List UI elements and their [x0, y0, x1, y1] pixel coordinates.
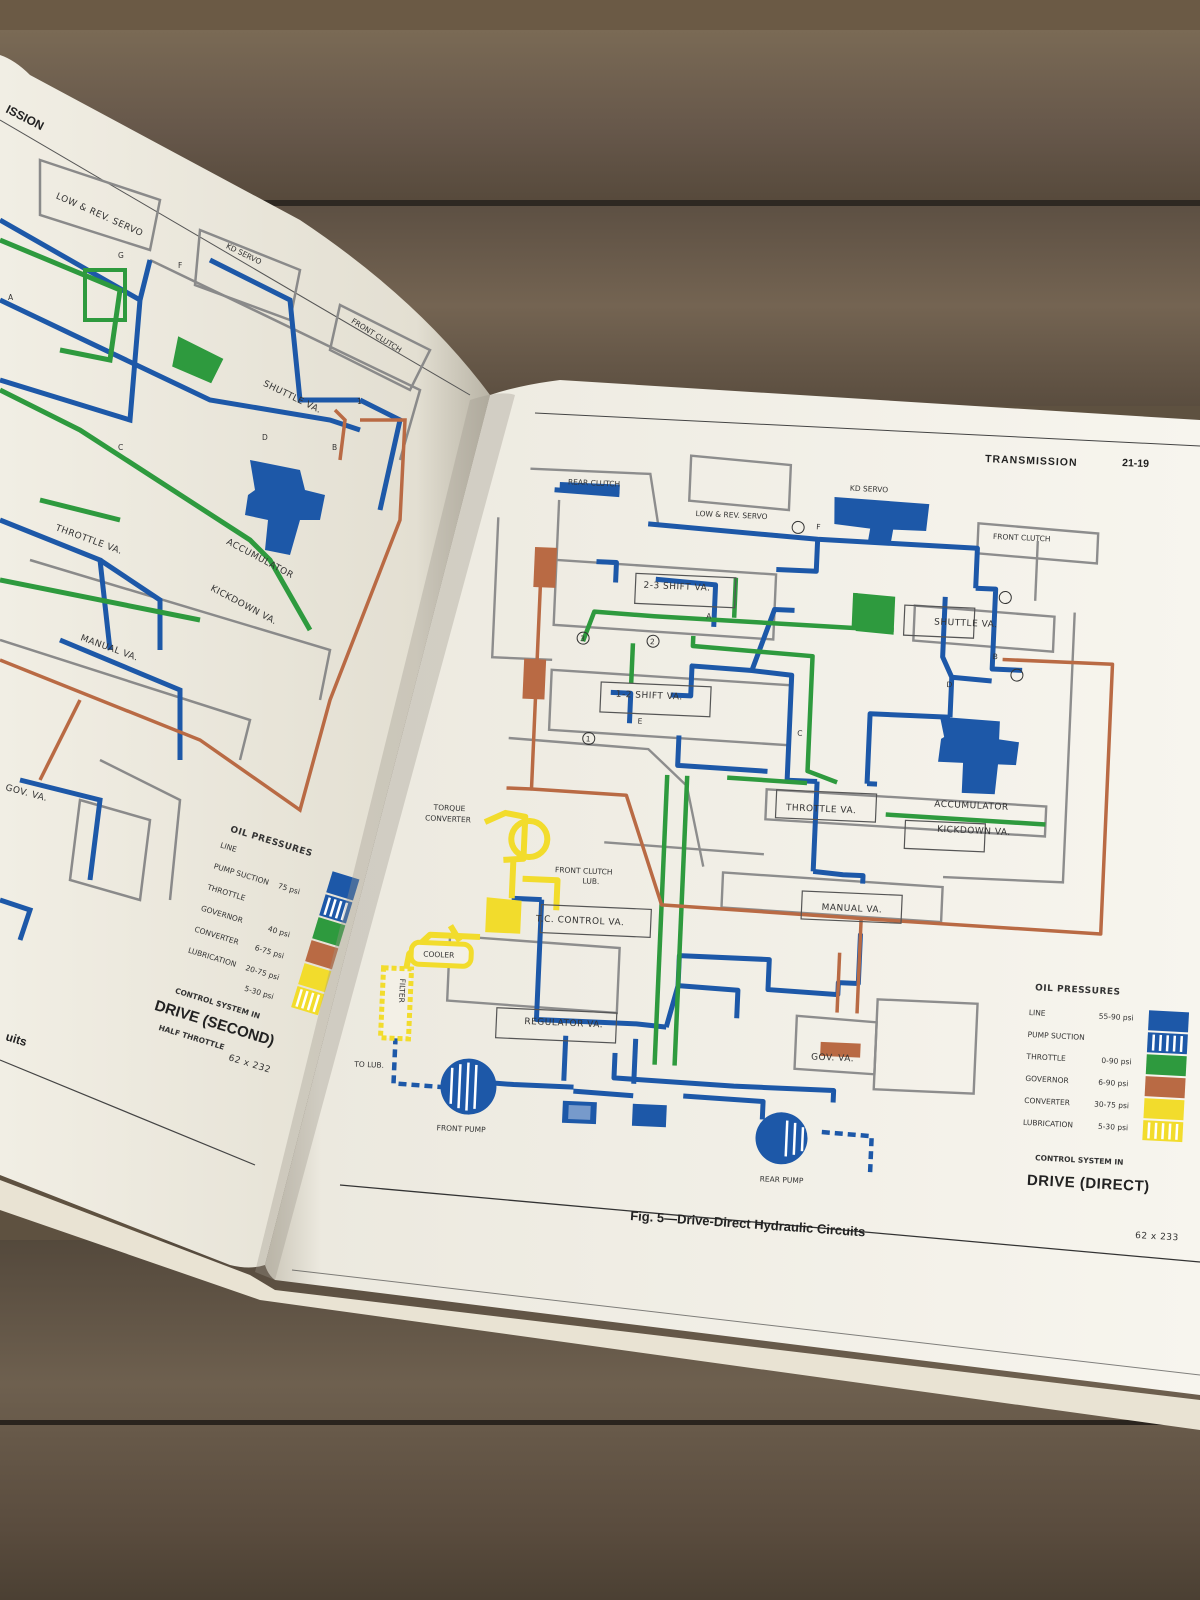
right-label-kd-servo: KD SERVO	[850, 484, 889, 495]
right-point-b: B	[993, 652, 999, 661]
right-label-kickdown-va: KICKDOWN VA.	[937, 825, 1011, 838]
right-number-3: 3	[580, 634, 585, 643]
right-point-d: D	[946, 680, 952, 689]
right-legend-value-4: 30-75 psi	[1094, 1100, 1129, 1111]
right-swatch-line	[1148, 1010, 1190, 1033]
left-point-g: G	[118, 251, 124, 260]
right-label-low-rev-servo: LOW & REV. SERVO	[695, 509, 767, 521]
right-legend-row-2: THROTTLE	[1025, 1052, 1066, 1063]
left-point-f: F	[178, 261, 182, 270]
right-legend-row-1: PUMP SUCTION	[1027, 1030, 1085, 1042]
right-legend-value-0: 55-90 psi	[1098, 1012, 1133, 1023]
right-label-manual-va: MANUAL VA.	[821, 903, 882, 916]
left-swatch-governor	[305, 940, 339, 970]
right-label-cooler: COOLER	[423, 949, 455, 959]
right-label-front-clutch-lub-1: FRONT CLUTCH	[555, 865, 613, 877]
right-point-a: A	[706, 612, 712, 621]
right-point-f: F	[816, 522, 821, 531]
right-label-accumulator: ACCUMULATOR	[934, 800, 1009, 813]
right-swatch-throttle	[1145, 1054, 1187, 1077]
left-point-b: B	[332, 443, 337, 452]
right-label-torque-2: CONVERTER	[425, 813, 471, 824]
left-caption-fragment: uits	[4, 1029, 29, 1049]
left-point-a: A	[8, 293, 14, 302]
left-swatch-converter	[298, 963, 332, 993]
right-label-torque-1: TORQUE	[432, 803, 465, 813]
right-legend-value-3: 6-90 psi	[1098, 1078, 1129, 1089]
right-label-shift-12: 1-2 SHIFT VA.	[615, 690, 682, 703]
right-label-front-pump: FRONT PUMP	[436, 1123, 486, 1134]
right-page-number: 21-19	[1122, 457, 1150, 470]
right-page	[265, 380, 1200, 1395]
right-legend-row-3: GOVERNOR	[1025, 1074, 1069, 1085]
gutter-shadow	[255, 393, 515, 1280]
right-legend-title: OIL PRESSURES	[1035, 983, 1121, 997]
right-label-front-clutch: FRONT CLUTCH	[993, 532, 1051, 544]
right-swatch-governor	[1144, 1076, 1186, 1099]
right-label-shuttle-va: SHUTTLE VA.	[934, 617, 998, 630]
right-point-c: C	[797, 729, 803, 738]
right-page-header-section: TRANSMISSION	[985, 453, 1078, 469]
right-label-gov-va: GOV. VA.	[811, 1053, 854, 1065]
right-legend-row-0: LINE	[1029, 1008, 1046, 1018]
right-label-throttle-va: THROTTLE VA.	[785, 803, 857, 816]
right-label-rear-pump: REAR PUMP	[760, 1174, 805, 1185]
right-legend-row-4: CONVERTER	[1024, 1096, 1070, 1107]
right-legend-value-2: 0-90 psi	[1101, 1056, 1132, 1067]
right-number-2: 2	[650, 637, 655, 646]
left-number-1: 1	[357, 397, 362, 406]
right-label-tc-control-va: T.C. CONTROL VA.	[535, 914, 625, 928]
right-legend-row-5: LUBRICATION	[1023, 1118, 1073, 1130]
left-swatch-line	[326, 871, 360, 901]
right-page-diagram: TRANSMISSION 21-19	[291, 412, 1200, 1376]
right-oil-pressure-legend: OIL PRESSURES LINE 55-90 psi PUMP SUCTIO…	[1023, 983, 1190, 1143]
right-mode-title: DRIVE (DIRECT)	[1026, 1172, 1150, 1195]
right-label-filter: FILTER	[397, 978, 407, 1003]
left-point-d: D	[262, 433, 268, 442]
page-stack-edge	[0, 1180, 1200, 1430]
right-number-1: 1	[586, 734, 591, 743]
right-point-e: E	[637, 717, 642, 726]
right-label-rear-clutch: REAR CLUTCH	[568, 477, 621, 488]
right-label-to-lub: TO LUB.	[353, 1060, 384, 1070]
left-point-c: C	[118, 443, 123, 452]
right-swatch-converter	[1143, 1098, 1185, 1121]
right-label-front-clutch-lub-2: LUB.	[582, 876, 599, 886]
right-legend-value-5: 5-30 psi	[1098, 1122, 1129, 1133]
right-figure-code: 62 x 233	[1135, 1231, 1179, 1243]
right-label-regulator-va: REGULATOR VA.	[524, 1017, 603, 1030]
left-swatch-throttle	[312, 917, 346, 947]
right-label-shift-23: 2-3 SHIFT VA.	[643, 581, 710, 594]
